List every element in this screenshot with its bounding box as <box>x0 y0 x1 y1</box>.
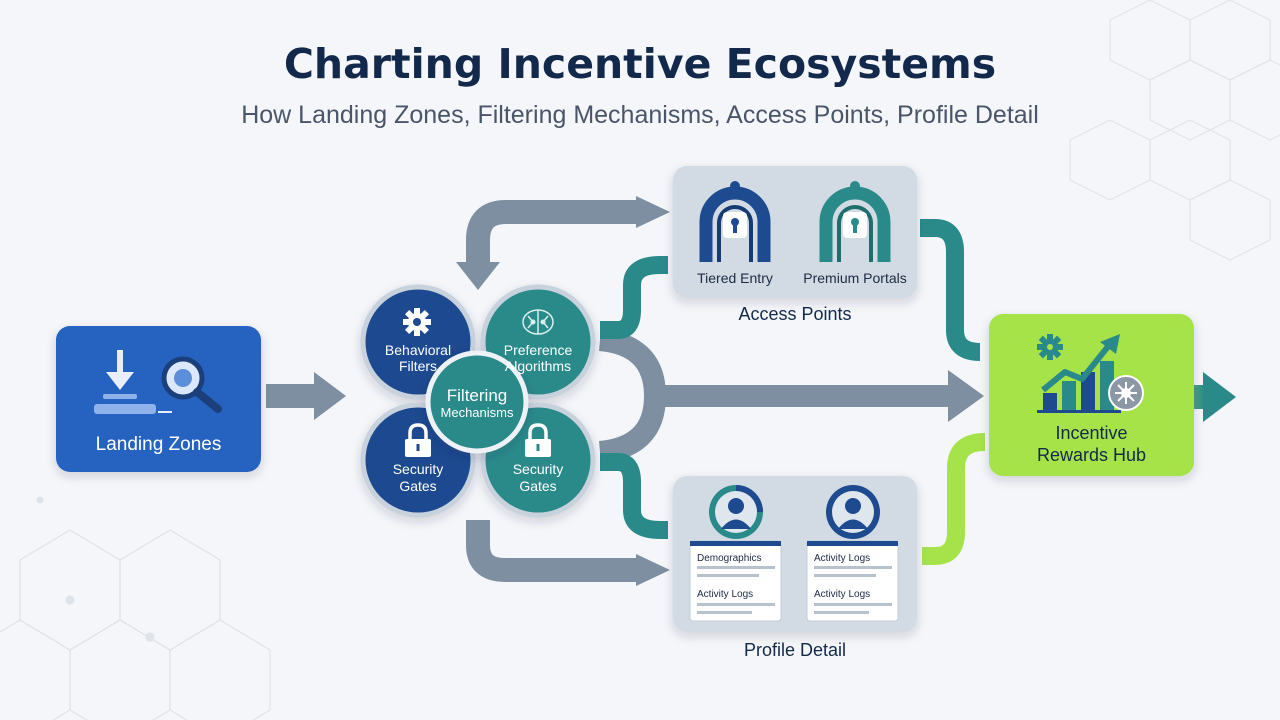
filtering-cluster <box>360 284 596 518</box>
preference-algorithms-label: Preference Algorithms <box>503 342 573 374</box>
user-avatar-icon-left <box>709 485 763 539</box>
card-right-line2: Activity Logs <box>814 589 871 600</box>
premium-portal-arch-icon <box>819 181 891 262</box>
padlock-icon-left <box>405 423 431 457</box>
arrow-filtering-to-hub <box>598 329 984 463</box>
download-tray-icon <box>94 350 172 414</box>
landing-zones-node[interactable] <box>56 326 261 472</box>
security-gates-left-label: Security Gates <box>392 461 444 494</box>
gear-icon-hub <box>1037 334 1063 360</box>
profile-detail-label: Profile Detail <box>743 640 847 660</box>
card-left-line1: Demographics <box>697 553 762 564</box>
growth-chart-icon <box>1037 334 1121 413</box>
arrow-filtering-to-profile <box>466 520 670 586</box>
rewards-hub-node[interactable] <box>989 314 1194 476</box>
tiered-entry-label: Tiered Entry <box>697 270 773 286</box>
tiered-entry-arch-icon <box>699 181 771 262</box>
rewards-hub-label: Incentive Rewards Hub <box>1036 423 1147 465</box>
filtering-mechanisms-center[interactable] <box>425 350 529 454</box>
landing-zones-label: Landing Zones <box>95 434 222 455</box>
profile-card-right <box>806 540 899 622</box>
card-left-line2: Activity Logs <box>697 589 754 600</box>
page-subtitle: How Landing Zones, Filtering Mechanisms,… <box>241 101 1039 129</box>
magnifier-icon <box>161 356 222 413</box>
behavioral-filters-label: Behavioral Filters <box>384 342 452 374</box>
premium-portals-label: Premium Portals <box>803 270 907 286</box>
arrow-filtering-to-access <box>456 196 670 290</box>
page-title: Charting Incentive Ecosystems <box>283 40 997 88</box>
connector-access-to-hub <box>920 219 981 361</box>
padlock-icon-right <box>525 423 551 457</box>
filtering-mechanisms-label: Filtering Mechanisms <box>440 386 514 420</box>
access-points-node[interactable] <box>673 166 917 298</box>
connector-teal-to-profile <box>600 453 668 539</box>
sparkle-icon <box>1108 375 1144 411</box>
user-avatar-icon-right <box>826 485 880 539</box>
connector-profile-to-hub <box>922 433 986 565</box>
security-gates-right-label: Security Gates <box>512 461 564 494</box>
brain-network-icon <box>522 309 554 335</box>
card-right-line1: Activity Logs <box>814 553 871 564</box>
gear-icon <box>403 308 431 336</box>
arrow-landing-to-filtering <box>266 372 346 420</box>
access-points-label: Access Points <box>738 304 852 324</box>
profile-card-left <box>689 540 782 622</box>
connector-teal-to-access <box>600 256 668 339</box>
profile-detail-node[interactable] <box>673 476 917 632</box>
